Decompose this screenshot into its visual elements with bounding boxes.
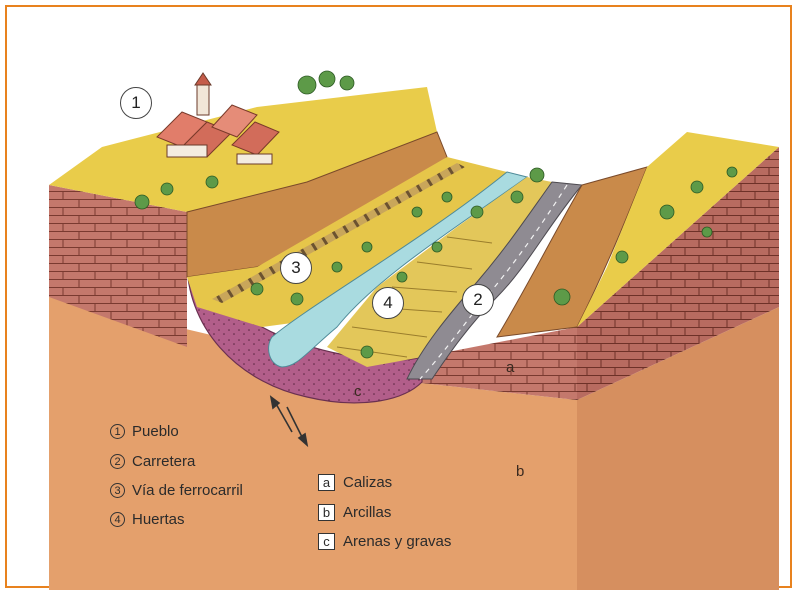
legend-item-carretera: 2 Carretera xyxy=(110,453,195,470)
layer-letter-arcillas: b xyxy=(516,463,524,480)
legend-item-calizas: a Calizas xyxy=(318,474,392,491)
layer-letter-arenas: c xyxy=(354,383,362,400)
legend-letter: a xyxy=(318,474,335,491)
legend-label: Calizas xyxy=(343,474,392,491)
figure-frame: 1 3 4 2 a c b 1 Pueblo 2 Carretera 3 Vía… xyxy=(5,5,792,588)
callout-ferrocarril: 3 xyxy=(280,252,312,284)
legend-item-huertas: 4 Huertas xyxy=(110,511,185,528)
legend-item-ferrocarril: 3 Vía de ferrocarril xyxy=(110,482,243,499)
legend-letter: b xyxy=(318,504,335,521)
legend-label: Arenas y gravas xyxy=(343,533,451,550)
legend-label: Carretera xyxy=(132,453,195,470)
legend-number: 2 xyxy=(110,454,125,469)
callout-pueblo: 1 xyxy=(120,87,152,119)
layer-letter-calizas: a xyxy=(506,359,514,376)
legend-label: Huertas xyxy=(132,511,185,528)
legend-label: Vía de ferrocarril xyxy=(132,482,243,499)
legend-number: 4 xyxy=(110,512,125,527)
legend-label: Pueblo xyxy=(132,423,179,440)
legend-item-pueblo: 1 Pueblo xyxy=(110,423,179,440)
legend-number: 1 xyxy=(110,424,125,439)
legend-number: 3 xyxy=(110,483,125,498)
legend-label: Arcillas xyxy=(343,504,391,521)
callout-huertas: 4 xyxy=(372,287,404,319)
legend-letter: c xyxy=(318,533,335,550)
legend-item-arenas: c Arenas y gravas xyxy=(318,533,451,550)
legend-item-arcillas: b Arcillas xyxy=(318,504,391,521)
callout-carretera: 2 xyxy=(462,284,494,316)
